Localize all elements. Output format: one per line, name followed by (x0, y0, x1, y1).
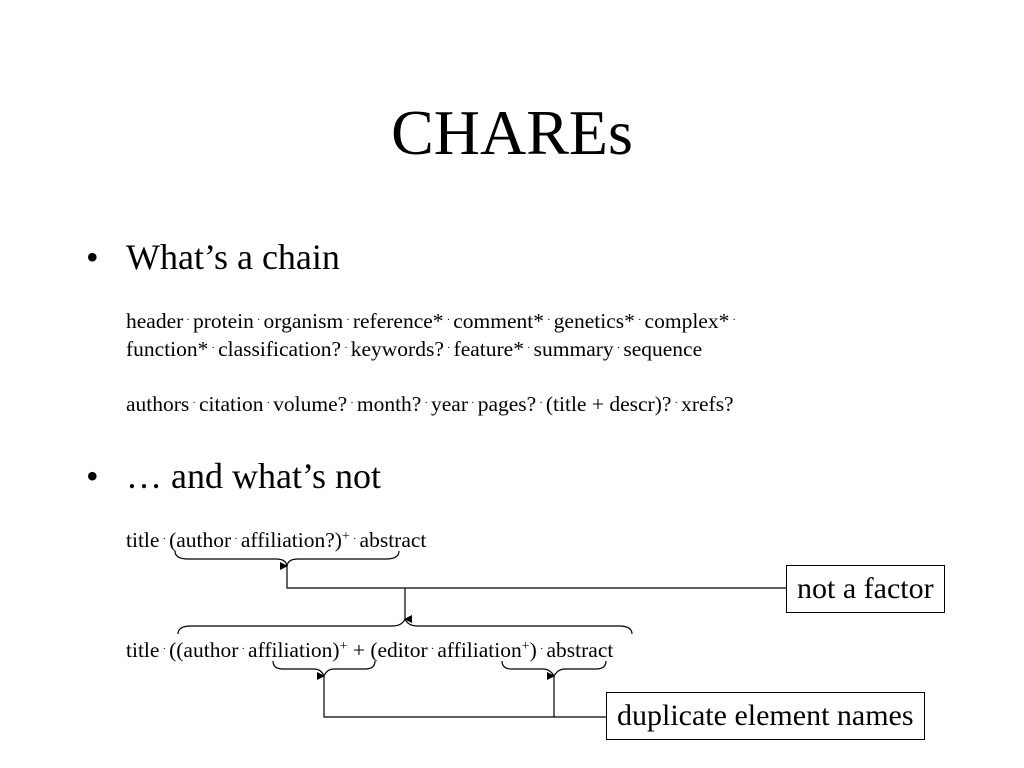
chain-term: xrefs? (681, 392, 734, 416)
connector-duplicate-1 (317, 672, 606, 718)
chain-term: complex* (644, 309, 730, 333)
brace-affiliation-1 (272, 660, 376, 678)
chain-term: authors (126, 392, 190, 416)
term-affiliation: affiliation?) (240, 528, 342, 552)
bullet-marker: • (86, 237, 99, 277)
separator-dot: · (539, 643, 544, 655)
separator-dot: · (637, 314, 642, 326)
brace-author-editor-group (177, 617, 633, 635)
chain-term: comment* (453, 309, 544, 333)
separator-dot: · (266, 397, 271, 409)
chain-term: month? (356, 392, 422, 416)
chain-term: (title + descr)? (545, 392, 672, 416)
bullet-marker: • (86, 456, 99, 496)
chain-term: volume? (273, 392, 348, 416)
plus-superscript: + (521, 639, 530, 654)
separator-dot: · (256, 314, 261, 326)
slide-title: CHAREs (391, 97, 633, 168)
separator-dot: · (616, 342, 621, 354)
term-author-group: (author (169, 528, 232, 552)
chain-term: year (431, 392, 469, 416)
chain-term: header (126, 309, 184, 333)
separator-dot: · (162, 643, 167, 655)
chain-term: sequence (623, 337, 703, 361)
term-editor-group: + (editor (347, 638, 428, 662)
chain-term: protein (192, 309, 254, 333)
separator-dot: · (526, 342, 531, 354)
chain-term: classification? (218, 337, 342, 361)
term-affiliation-2: affiliation (437, 638, 522, 662)
chain-term: reference* (352, 309, 444, 333)
term-group-close: ) (529, 638, 537, 662)
term-title: title (126, 638, 160, 662)
chain-term: summary (533, 337, 614, 361)
callout-not-a-factor: not a factor (786, 565, 945, 613)
callout-duplicate-element-names: duplicate element names (606, 692, 925, 740)
plus-superscript: + (341, 529, 350, 544)
separator-dot: · (446, 342, 451, 354)
separator-dot: · (346, 314, 350, 326)
term-title: title (126, 528, 160, 552)
separator-dot: · (732, 314, 737, 326)
separator-dot: · (241, 643, 246, 655)
bullet-text: What’s a chain (126, 237, 340, 277)
not-chain-example-2: title·((author·affiliation)+ + (editor·a… (126, 636, 613, 663)
separator-dot: · (234, 533, 238, 545)
connector-not-a-factor (280, 562, 786, 589)
chain-example-1-line-2: function*·classification?·keywords?·feat… (126, 335, 702, 362)
separator-dot: · (344, 342, 348, 354)
separator-dot: · (162, 533, 167, 545)
separator-dot: · (539, 397, 543, 409)
separator-dot: · (674, 397, 679, 409)
bullet-not-chain: • … and what’s not (86, 456, 381, 496)
separator-dot: · (424, 397, 429, 409)
separator-dot: · (471, 397, 475, 409)
chain-term: pages? (477, 392, 537, 416)
brace-affiliation-2 (501, 660, 607, 678)
separator-dot: · (186, 314, 190, 326)
term-affiliation-1: affiliation) (248, 638, 340, 662)
separator-dot: · (211, 342, 216, 354)
term-abstract: abstract (359, 528, 427, 552)
chain-term: organism (263, 309, 344, 333)
not-chain-example-1: title·(author·affiliation?)+·abstract (126, 526, 426, 553)
chain-term: feature* (453, 337, 524, 361)
separator-dot: · (430, 643, 435, 655)
separator-dot: · (446, 314, 451, 326)
term-abstract: abstract (546, 638, 614, 662)
chain-example-2: authors·citation·volume?·month?·year·pag… (126, 390, 734, 417)
chain-term: genetics* (553, 309, 635, 333)
plus-superscript: + (339, 639, 348, 654)
chain-term: citation (198, 392, 264, 416)
chain-term: keywords? (350, 337, 444, 361)
term-author-group: ((author (169, 638, 239, 662)
separator-dot: · (350, 397, 354, 409)
separator-dot: · (192, 397, 196, 409)
chain-example-1-line-1: header·protein·organism·reference*·comme… (126, 307, 739, 334)
separator-dot: · (547, 314, 551, 326)
separator-dot: · (352, 533, 357, 545)
chain-term: function* (126, 337, 209, 361)
brace-author-affiliation (174, 550, 400, 567)
bullet-chain: • What’s a chain (86, 237, 340, 277)
bullet-text: … and what’s not (126, 456, 381, 496)
